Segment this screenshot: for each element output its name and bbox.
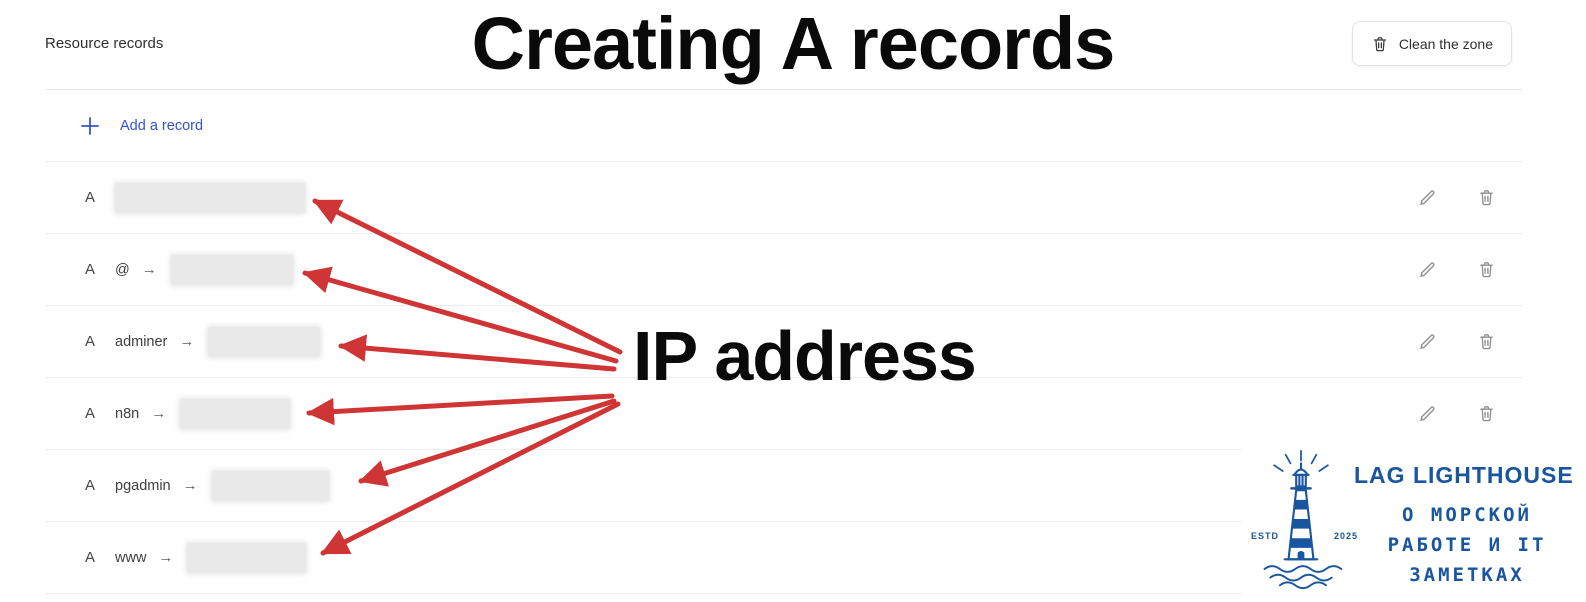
trash-icon xyxy=(1371,35,1389,53)
logo-tagline-line3: ЗАМЕТКАХ xyxy=(1409,564,1525,586)
record-type: A xyxy=(85,477,96,494)
record-type: A xyxy=(85,405,96,422)
add-record-button[interactable]: Add a record xyxy=(78,114,203,138)
header: Resource records Clean the zone xyxy=(45,0,1522,90)
arrow-right-glyph: → xyxy=(158,549,174,566)
edit-record-button[interactable] xyxy=(1418,260,1437,279)
row-actions xyxy=(1418,188,1522,207)
plus-icon xyxy=(78,114,102,138)
page-title: Resource records xyxy=(45,35,164,52)
row-actions xyxy=(1418,404,1522,423)
table-row: A @ → xyxy=(45,234,1522,306)
edit-record-button[interactable] xyxy=(1418,404,1437,423)
arrow-right-glyph: → xyxy=(182,477,198,494)
arrow-right-glyph: → xyxy=(141,261,157,278)
clean-zone-label: Clean the zone xyxy=(1398,35,1493,52)
record-type: A xyxy=(85,189,96,206)
logo-tagline: О МОРСКОЙ РАБОТЕ И IT ЗАМЕТКАХ xyxy=(1351,500,1583,590)
record-name: adminer xyxy=(115,333,168,350)
row-actions xyxy=(1418,260,1522,279)
lag-lighthouse-logo: LAG LIGHTHOUSE О МОРСКОЙ РАБОТЕ И IT ЗАМ… xyxy=(1241,444,1586,602)
table-row: A pgadmin → xyxy=(45,450,1522,522)
record-value-redacted xyxy=(170,254,293,285)
row-actions xyxy=(1418,332,1522,351)
delete-record-button[interactable] xyxy=(1477,188,1496,207)
table-row: A adminer → xyxy=(45,306,1522,378)
delete-record-button[interactable] xyxy=(1477,332,1496,351)
logo-estd-year: 2025 xyxy=(1334,531,1359,541)
record-type: A xyxy=(85,333,96,350)
edit-record-button[interactable] xyxy=(1418,332,1437,351)
add-record-row: Add a record xyxy=(45,90,1522,162)
record-value-redacted xyxy=(211,470,329,501)
logo-tagline-line1: О МОРСКОЙ xyxy=(1402,504,1532,526)
record-value-redacted xyxy=(208,326,321,357)
records-list: A A @ → xyxy=(45,162,1522,594)
logo-brand-text: LAG LIGHTHOUSE xyxy=(1354,462,1574,488)
table-row: A xyxy=(45,162,1522,234)
record-value-redacted xyxy=(115,182,305,213)
lighthouse-icon xyxy=(1263,450,1343,590)
clean-zone-button[interactable]: Clean the zone xyxy=(1351,21,1512,66)
delete-record-button[interactable] xyxy=(1477,260,1496,279)
add-record-label: Add a record xyxy=(120,117,204,134)
record-type: A xyxy=(85,549,96,566)
record-value-redacted xyxy=(180,398,291,429)
delete-record-button[interactable] xyxy=(1477,404,1496,423)
table-row: A n8n → xyxy=(45,378,1522,450)
record-name: pgadmin xyxy=(115,477,171,494)
record-name: @ xyxy=(115,261,130,278)
logo-tagline-line2: РАБОТЕ И IT xyxy=(1387,534,1547,556)
record-type: A xyxy=(85,261,96,278)
record-name: n8n xyxy=(115,405,140,422)
edit-record-button[interactable] xyxy=(1418,188,1437,207)
arrow-right-glyph: → xyxy=(179,333,195,350)
arrow-right-glyph: → xyxy=(151,405,167,422)
record-value-redacted xyxy=(187,542,307,573)
logo-estd-label: ESTD xyxy=(1251,531,1280,541)
record-name: www xyxy=(115,549,147,566)
